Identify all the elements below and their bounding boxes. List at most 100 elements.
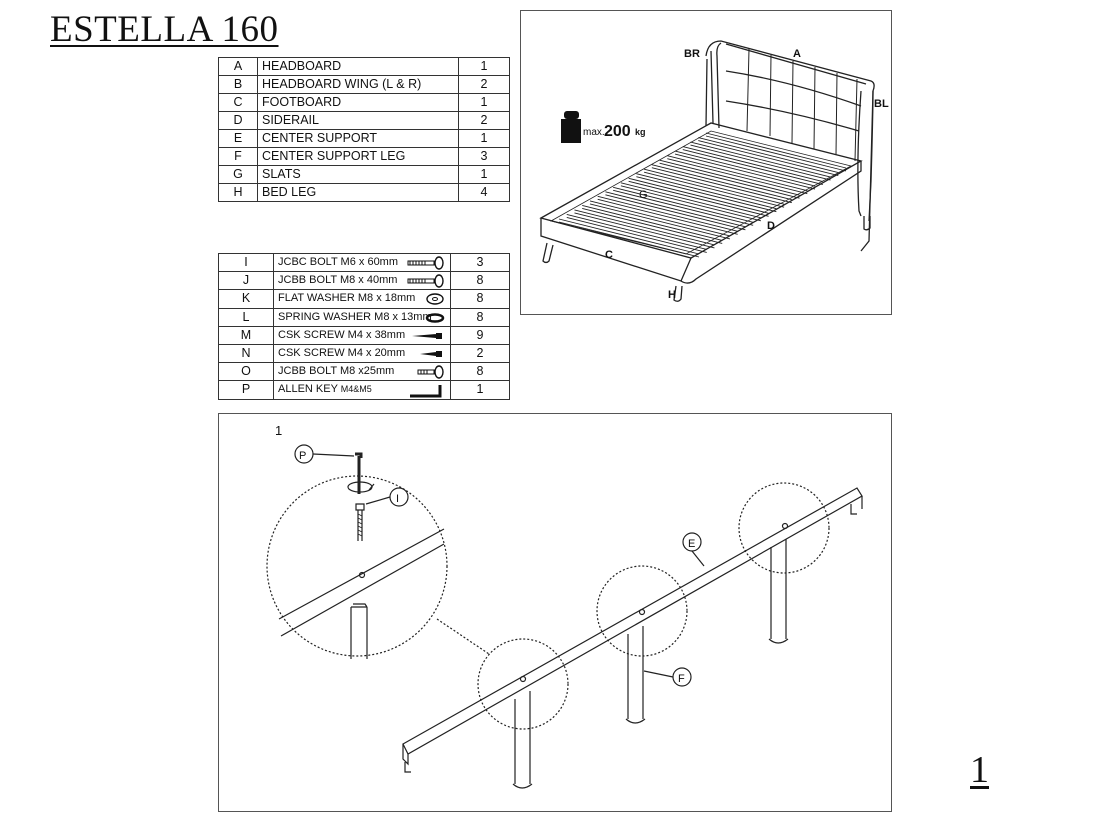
- part-qty: 4: [458, 183, 510, 202]
- part-letter: B: [218, 75, 258, 94]
- hardware-letter: J: [218, 271, 274, 291]
- part-qty: 1: [458, 129, 510, 148]
- callout-e: E: [682, 532, 705, 567]
- hardware-name: CSK SCREW M4 x 20mm: [278, 347, 406, 360]
- assembly-step-diagram: 1 P I E F: [218, 413, 892, 812]
- callout-f: F: [643, 667, 692, 687]
- label-d: D: [767, 220, 775, 232]
- hardware-name: FLAT WASHER M8 x 18mm: [278, 292, 416, 305]
- hardware-name-cell: FLAT WASHER M8 x 18mm: [273, 289, 451, 309]
- hardware-letter: K: [218, 289, 274, 309]
- label-c: C: [605, 249, 613, 261]
- hardware-name-cell: JCBC BOLT M6 x 60mm: [273, 252, 451, 273]
- part-letter: C: [218, 93, 258, 112]
- slat: [674, 150, 816, 190]
- part-letter: D: [218, 111, 258, 130]
- part-name: HEADBOARD: [257, 57, 459, 76]
- hardware-letter: N: [218, 343, 274, 364]
- part-qty: 2: [458, 75, 510, 94]
- slat: [597, 195, 738, 235]
- hardware-qty: 8: [450, 271, 510, 291]
- part-name: SIDERAIL: [257, 111, 459, 130]
- part-letter: H: [218, 183, 258, 202]
- label-br: BR: [684, 48, 700, 60]
- part-qty: 1: [458, 57, 510, 76]
- label-a: A: [793, 48, 801, 60]
- slat: [566, 214, 707, 253]
- slat: [667, 155, 808, 195]
- hardware-qty: 8: [450, 307, 510, 327]
- slat: [682, 146, 823, 186]
- slat: [636, 173, 777, 213]
- hardware-name: JCBB BOLT M8 x 40mm: [278, 274, 398, 287]
- slat: [613, 186, 754, 226]
- step-number: 1: [275, 423, 282, 438]
- svg-text:E: E: [688, 538, 695, 550]
- hardware-letter: O: [218, 362, 274, 382]
- slat: [574, 209, 715, 249]
- part-name: CENTER SUPPORT LEG: [257, 147, 459, 166]
- hardware-name-cell: CSK SCREW M4 x 38mm: [273, 325, 451, 345]
- max-load-unit: kg: [635, 127, 646, 137]
- hardware-name: JCBC BOLT M6 x 60mm: [278, 256, 399, 269]
- slat: [589, 200, 731, 240]
- label-g: G: [639, 189, 648, 201]
- slat: [643, 168, 785, 208]
- document-title: ESTELLA 160: [50, 9, 279, 50]
- part-name: SLATS: [257, 165, 459, 184]
- label-bl: BL: [874, 98, 889, 110]
- callout-i: I: [365, 487, 409, 507]
- hardware-qty: 3: [450, 252, 510, 273]
- part-name: BED LEG: [257, 183, 459, 202]
- hardware-name: CSK SCREW M4 x 38mm: [278, 328, 406, 341]
- part-letter: A: [218, 57, 258, 76]
- slat: [659, 159, 800, 199]
- callout-p: P: [294, 444, 355, 464]
- svg-text:I: I: [396, 493, 399, 505]
- part-qty: 1: [458, 165, 510, 184]
- hardware-name-cell: JCBB BOLT M8 x 40mm: [273, 271, 451, 291]
- part-name: CENTER SUPPORT: [257, 129, 459, 148]
- hardware-qty: 8: [450, 289, 510, 309]
- slat: [620, 182, 762, 222]
- hardware-name: SPRING WASHER M8 x 13mm: [278, 310, 432, 323]
- slat: [690, 141, 831, 181]
- hardware-name: ALLEN KEY: [278, 383, 338, 396]
- hardware-row: O JCBB BOLT M8 x25mm 8: [218, 362, 510, 382]
- hardware-row: J JCBB BOLT M8 x 40mm 8: [218, 271, 510, 291]
- hardware-qty: 2: [450, 343, 510, 364]
- weight-icon: [561, 111, 581, 143]
- hardware-name-cell: SPRING WASHER M8 x 13mm: [273, 307, 451, 327]
- slat: [628, 177, 769, 217]
- hardware-name-cell: ALLEN KEY M4&M5: [273, 380, 451, 400]
- part-letter: G: [218, 165, 258, 184]
- part-qty: 2: [458, 111, 510, 130]
- slat: [605, 191, 746, 231]
- hardware-qty: 8: [450, 362, 510, 382]
- svg-text:F: F: [678, 673, 685, 685]
- hardware-letter: L: [218, 307, 274, 327]
- slat: [558, 218, 700, 258]
- hardware-qty: 9: [450, 325, 510, 345]
- part-letter: F: [218, 147, 258, 166]
- page-number: 1: [970, 749, 989, 791]
- slat: [698, 137, 839, 176]
- slat: [705, 132, 847, 172]
- part-letter: E: [218, 129, 258, 148]
- hardware-name-cell: JCBB BOLT M8 x25mm: [273, 362, 451, 382]
- hardware-row: N CSK SCREW M4 x 20mm 2: [218, 343, 510, 364]
- hardware-row: L SPRING WASHER M8 x 13mm 8: [218, 307, 510, 327]
- hardware-name: JCBB BOLT M8 x25mm: [278, 365, 395, 378]
- part-qty: 3: [458, 147, 510, 166]
